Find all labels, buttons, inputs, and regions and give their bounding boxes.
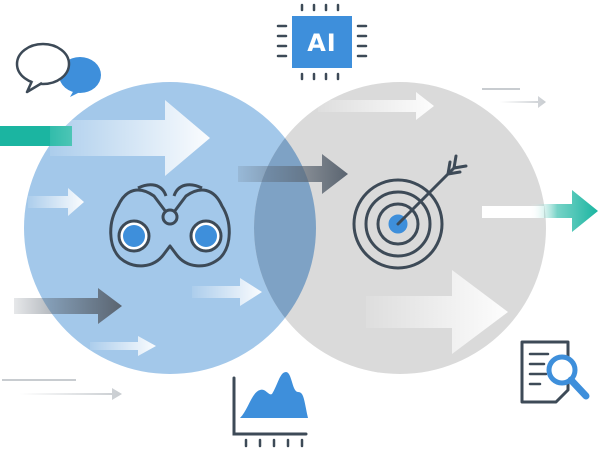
teal-arrow-right: [530, 190, 598, 232]
white-arrow-lower: [192, 278, 262, 306]
white-arrow-large-right: [366, 270, 508, 354]
white-arrow-small: [28, 188, 84, 216]
ai-chip-label: AI: [307, 29, 337, 57]
binoculars-icon: [109, 183, 231, 268]
ai-chip-icon: AI: [276, 3, 368, 81]
dark-arrow-center: [238, 154, 348, 194]
area-chart-icon: [232, 372, 308, 448]
white-stream-right: [482, 206, 544, 218]
chat-bubbles-icon: [15, 42, 101, 97]
white-arrow-bottom: [90, 336, 156, 356]
light-arrow-top-right: [500, 96, 546, 108]
white-arrow-large: [50, 100, 210, 176]
white-arrow-top-right: [318, 92, 434, 120]
dark-arrow-left: [14, 288, 122, 324]
target-arrow-icon: [352, 154, 468, 270]
light-arrow-bottom-2: [20, 388, 122, 400]
document-search-icon: [520, 340, 590, 404]
